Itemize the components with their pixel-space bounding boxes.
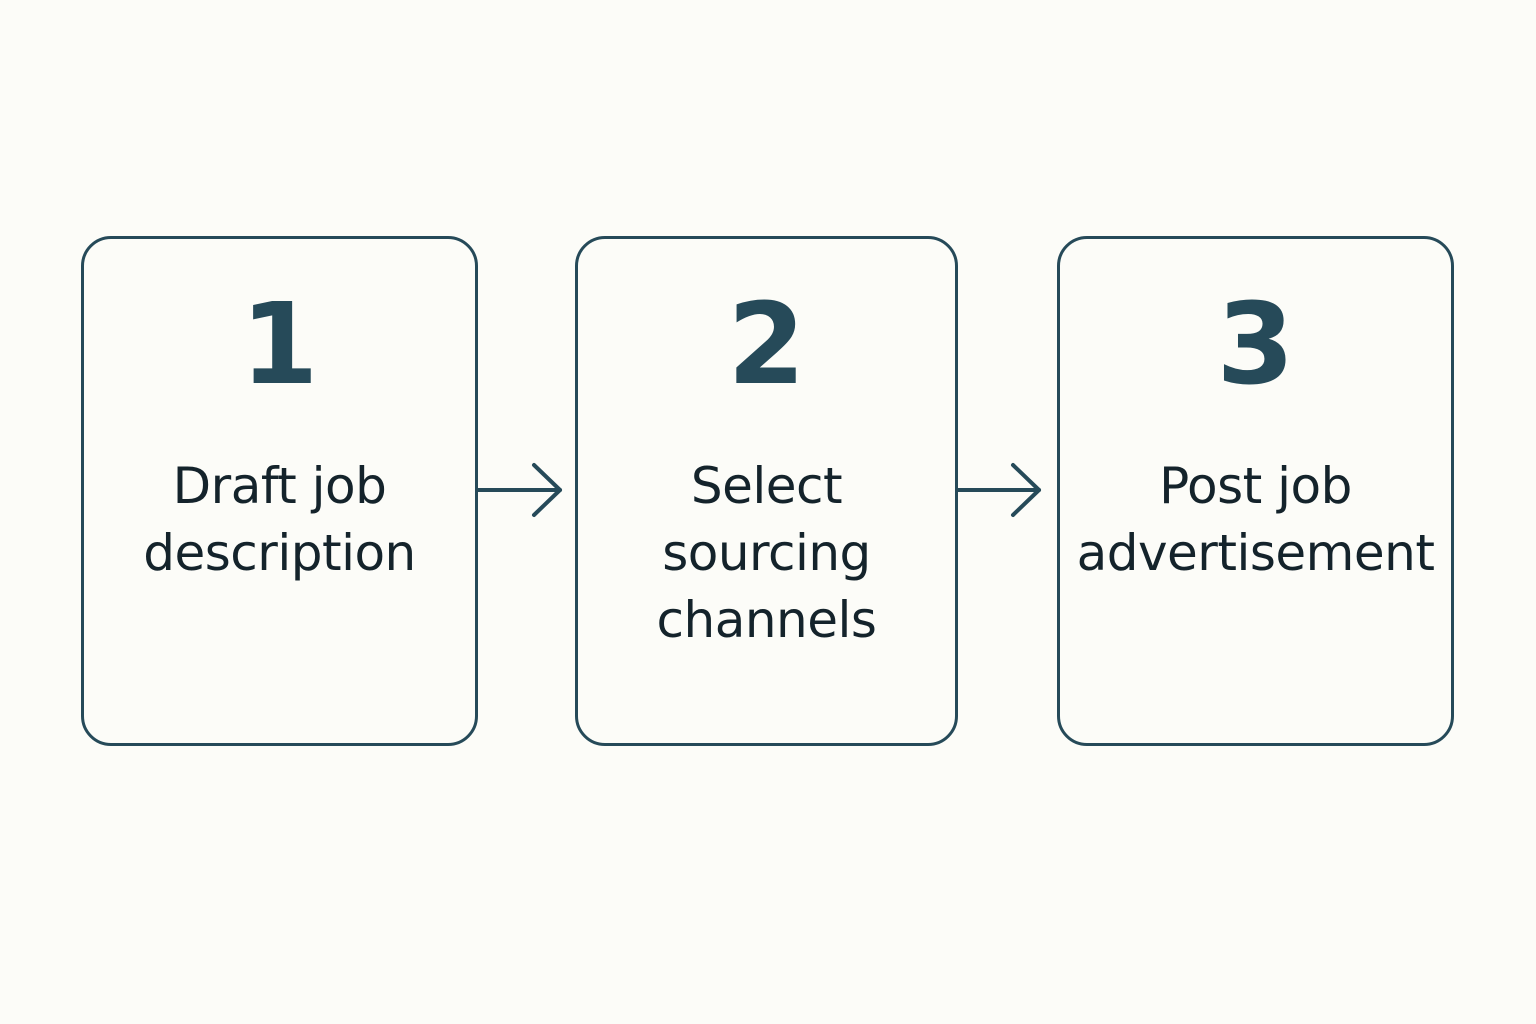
step-label-3: Post job advertisement [1044,453,1467,587]
step-number-3: 3 [1216,280,1295,410]
arrow-right-icon [476,463,562,517]
step-number-2: 2 [727,280,806,410]
step-label-line: Post job [1159,457,1352,515]
step-box-1: 1 Draft job description [81,236,478,746]
step-label-line: advertisement [1076,524,1435,582]
step-label-line: Draft job [172,457,387,515]
step-label-line: sourcing [662,524,871,582]
step-label-line: description [143,524,416,582]
step-number-1: 1 [240,280,319,410]
step-box-3: 3 Post job advertisement [1057,236,1454,746]
step-label-2: Select sourcing channels [562,453,971,654]
arrow-right-icon [955,463,1041,517]
step-label-line: channels [656,591,877,649]
step-label-line: Select [690,457,843,515]
step-label-1: Draft job description [68,453,491,587]
step-box-2: 2 Select sourcing channels [575,236,958,746]
